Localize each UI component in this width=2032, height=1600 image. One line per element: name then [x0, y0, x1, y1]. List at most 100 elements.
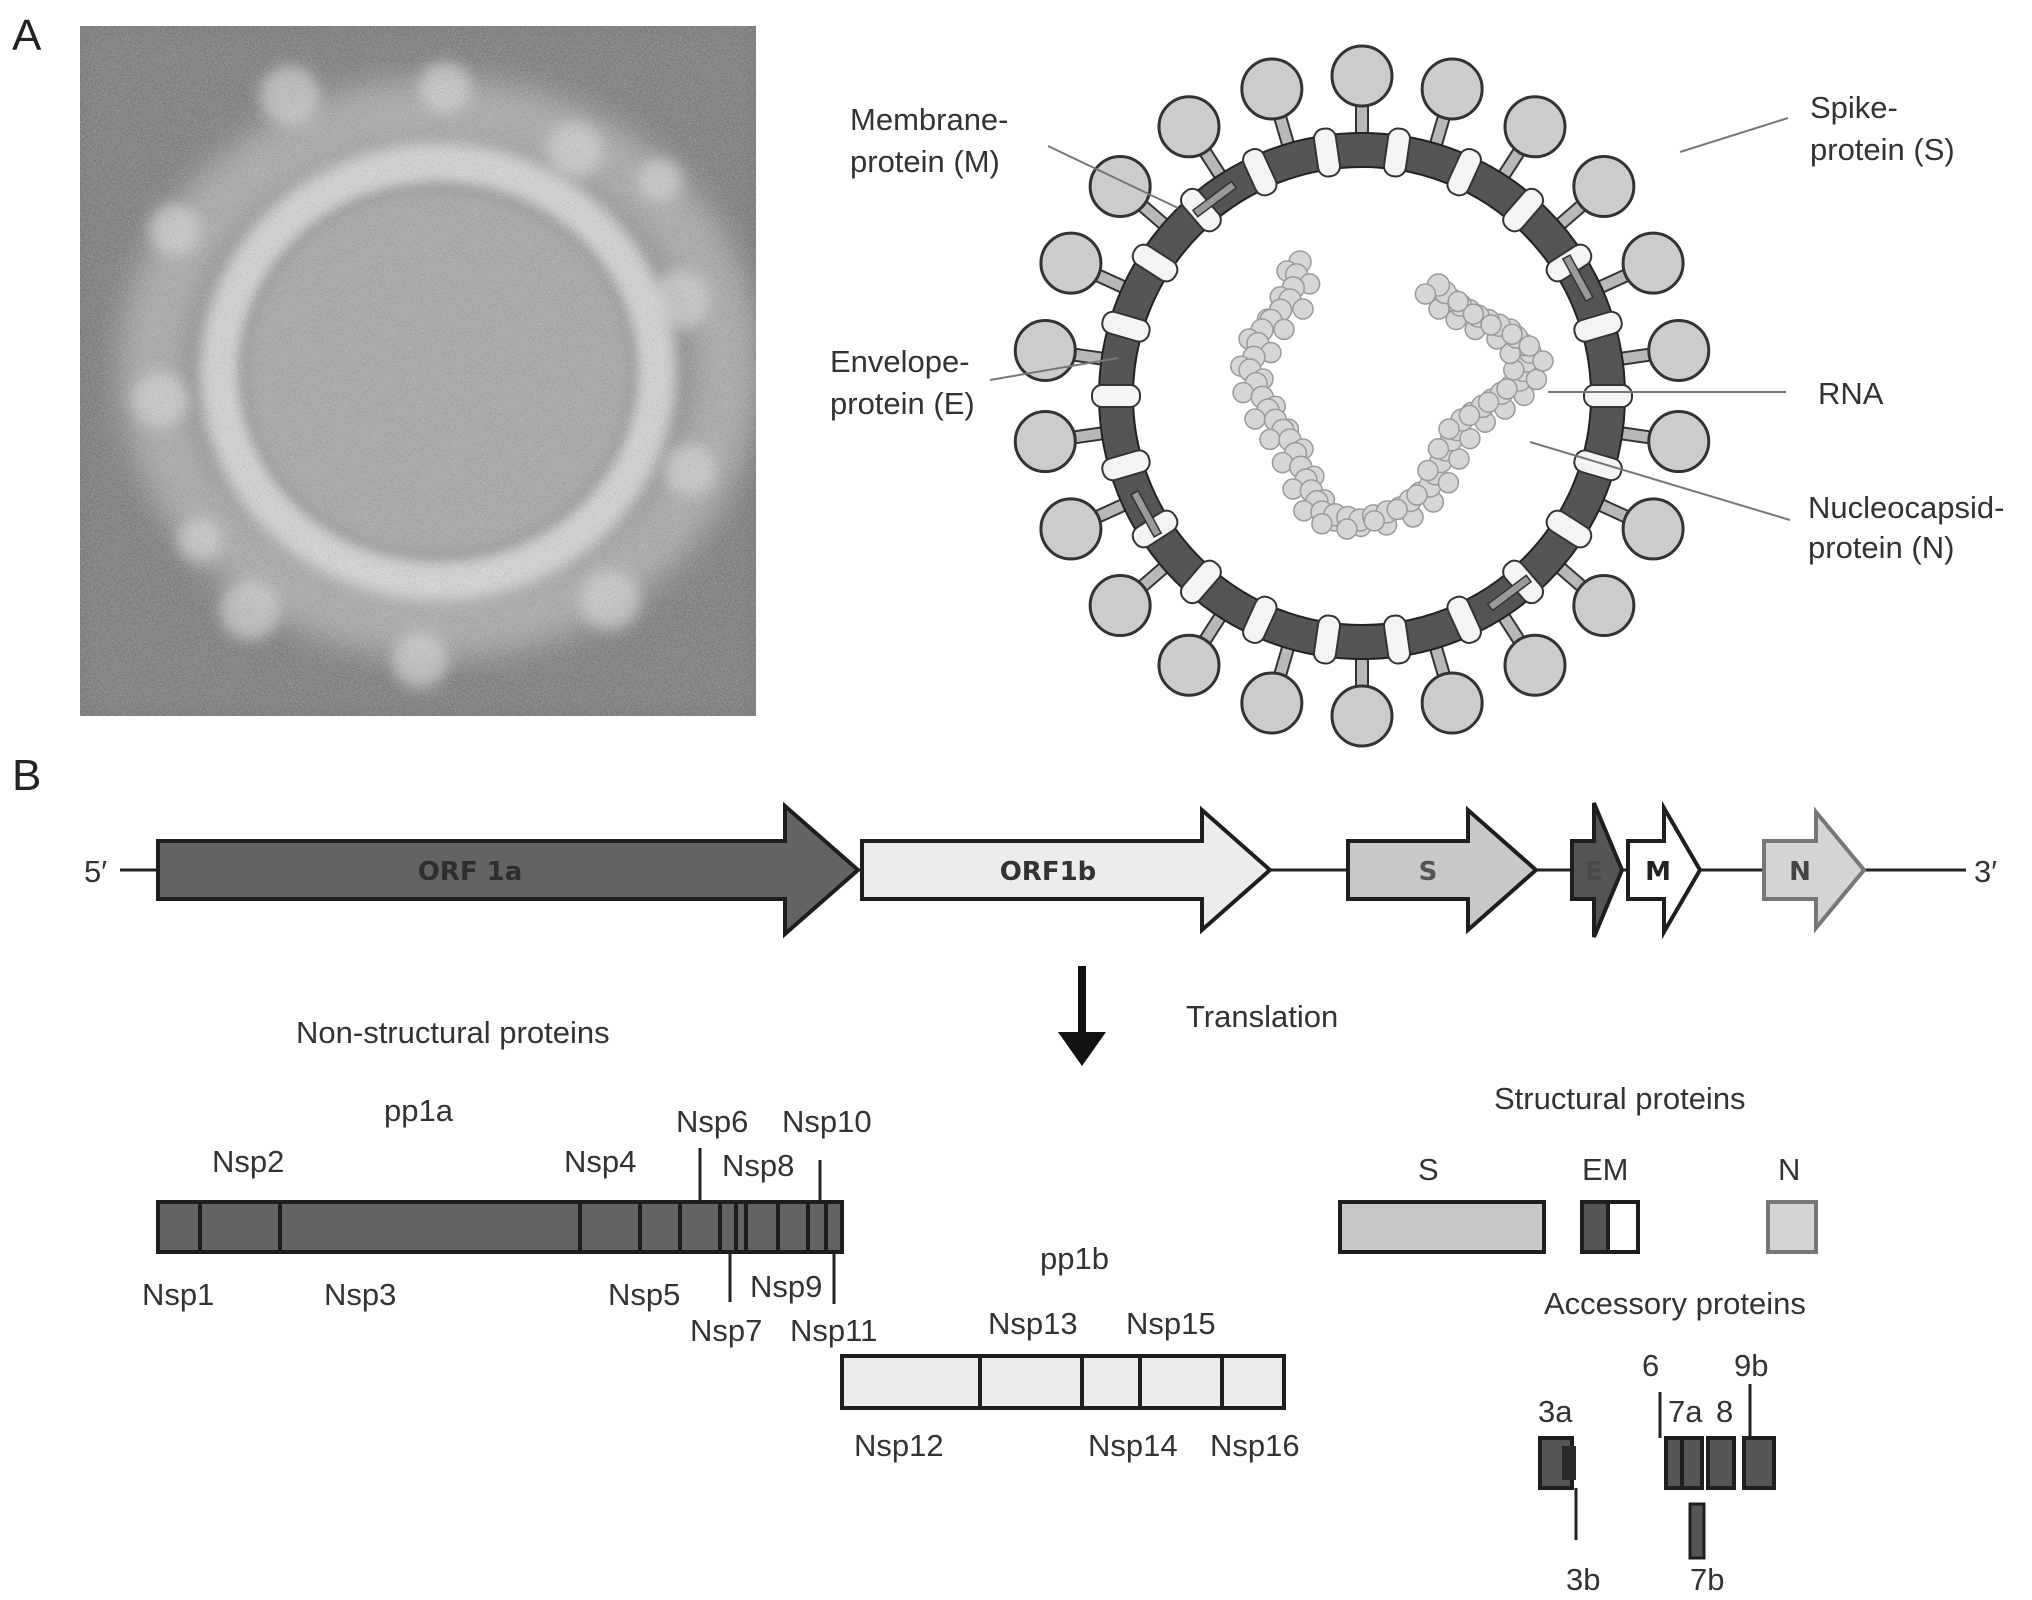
nucleocapsid-bead [1311, 512, 1333, 535]
acc-8-label: 8 [1716, 1394, 1733, 1429]
nucleocapsid-bead [1232, 381, 1254, 404]
acc-7a-label: 7a [1668, 1394, 1703, 1429]
nucleocapsid-bead [1462, 303, 1485, 325]
spike-head [1039, 231, 1103, 295]
nucleocapsid-bead [1532, 350, 1554, 372]
translation-arrow [1058, 966, 1106, 1066]
nucleocapsid-bead [1501, 323, 1523, 345]
orf1a-arrow [156, 801, 862, 939]
membrane-protein [1383, 127, 1411, 178]
membrane-protein [1383, 614, 1411, 665]
membrane-protein [1179, 559, 1222, 605]
envelope-protein [1191, 180, 1238, 218]
membrane-protein [1101, 449, 1151, 482]
membrane-protein [1573, 310, 1623, 343]
nsp13-label: Nsp13 [988, 1306, 1078, 1341]
nsp6-label: Nsp6 [676, 1104, 748, 1139]
structural-em-label: EM [1582, 1152, 1629, 1187]
nsp14-label: Nsp14 [1088, 1428, 1178, 1463]
nucleocapsid-bead [1273, 318, 1295, 341]
nsp10-label: Nsp10 [782, 1104, 872, 1139]
nucleocapsid-bead [1448, 448, 1470, 470]
translation-label: Translation [1186, 999, 1338, 1034]
spike-head [1157, 95, 1221, 159]
nsp1-label: Nsp1 [142, 1277, 214, 1312]
nucleocapsid-bead [1406, 484, 1428, 506]
s-gene-arrow [1346, 805, 1540, 935]
s-gene-label: S [1419, 857, 1438, 887]
spike-head [1647, 410, 1711, 474]
spike-head [1039, 497, 1103, 561]
acc-3b-box [1562, 1446, 1576, 1480]
nsp9-label: Nsp9 [750, 1269, 822, 1304]
structural-heading: Structural proteins [1494, 1081, 1746, 1116]
nucleocapsid-bead [1386, 498, 1408, 521]
nsp3-label: Nsp3 [324, 1277, 396, 1312]
spike-head [1503, 633, 1567, 697]
spike-head [1572, 574, 1636, 638]
spike-head [1647, 318, 1711, 382]
pp1a-label: pp1a [384, 1093, 454, 1128]
spike-head [1240, 671, 1304, 735]
envelope-protein [1486, 574, 1533, 612]
m-gene-arrow [1626, 800, 1703, 940]
n-gene-label: N [1789, 857, 1811, 887]
structural-n-label: N [1778, 1152, 1800, 1187]
membrane-protein [1242, 595, 1278, 644]
spike-head [1088, 574, 1152, 638]
nucleocapsid-bead [1292, 298, 1314, 320]
e-gene-label: E [1585, 857, 1603, 887]
nucleocapsid-bead [1427, 438, 1450, 460]
five-prime-label: 5′ [84, 854, 107, 889]
nsp2-label: Nsp2 [212, 1144, 284, 1179]
spike-protein-label-line1: Spike- [1810, 90, 1898, 125]
acc-3b-label: 3b [1566, 1562, 1600, 1597]
accessory-bars [1538, 1384, 1776, 1560]
acc-9b-box [1742, 1436, 1776, 1490]
membrane-protein [1446, 595, 1482, 644]
orf1b-arrow [860, 805, 1274, 935]
structural-n-box [1766, 1200, 1818, 1254]
membrane-protein [1313, 127, 1341, 178]
pp1b-label: pp1b [1040, 1241, 1109, 1276]
spike-head [1240, 57, 1304, 121]
spike-head [1330, 684, 1394, 748]
spike-head [1420, 57, 1484, 121]
nucleocapsid-bead [1480, 314, 1502, 336]
m-gene-label: M [1645, 857, 1671, 887]
e-gene-arrow [1570, 802, 1625, 938]
acc-3a-label: 3a [1538, 1394, 1573, 1429]
nucleocapsid-bead [1518, 335, 1541, 357]
structural-e-box [1580, 1200, 1610, 1254]
nucleocapsid-bead [1437, 472, 1460, 494]
membrane-protein [1446, 148, 1482, 197]
envelope-protein-label-line1: Envelope- [830, 344, 970, 379]
spike-head [1503, 95, 1567, 159]
virion-schematic [1013, 44, 1711, 748]
panel-a-label: A [12, 11, 42, 60]
spike-head [1420, 671, 1484, 735]
nucleocapsid-bead [1244, 408, 1266, 430]
nonstructural-heading: Non-structural proteins [296, 1015, 610, 1050]
structural-s-label: S [1418, 1152, 1439, 1187]
three-prime-label: 3′ [1974, 854, 1997, 889]
membrane-protein [1131, 243, 1179, 283]
envelope-protein-label-line2: protein (E) [830, 386, 975, 421]
panel-b-label: B [12, 751, 41, 800]
acc-7b-box [1688, 1502, 1706, 1560]
membrane-protein [1583, 384, 1633, 408]
spike-head [1157, 633, 1221, 697]
nsp16-label: Nsp16 [1210, 1428, 1300, 1463]
membrane-protein [1101, 310, 1151, 343]
pp1a-bar [156, 1148, 844, 1304]
genome-map: 5′ 3′ ORF 1a ORF1b S E M N [84, 800, 1997, 940]
orf1a-label: ORF 1a [418, 857, 523, 887]
membrane-protein [1091, 384, 1141, 408]
n-gene-arrow [1762, 806, 1867, 934]
nucleocapsid-bead [1496, 378, 1518, 400]
acc-9b-label: 9b [1734, 1348, 1768, 1383]
spike-head [1621, 497, 1685, 561]
nsp5-label: Nsp5 [608, 1277, 680, 1312]
spike-protein-label-line2: protein (S) [1810, 132, 1955, 167]
